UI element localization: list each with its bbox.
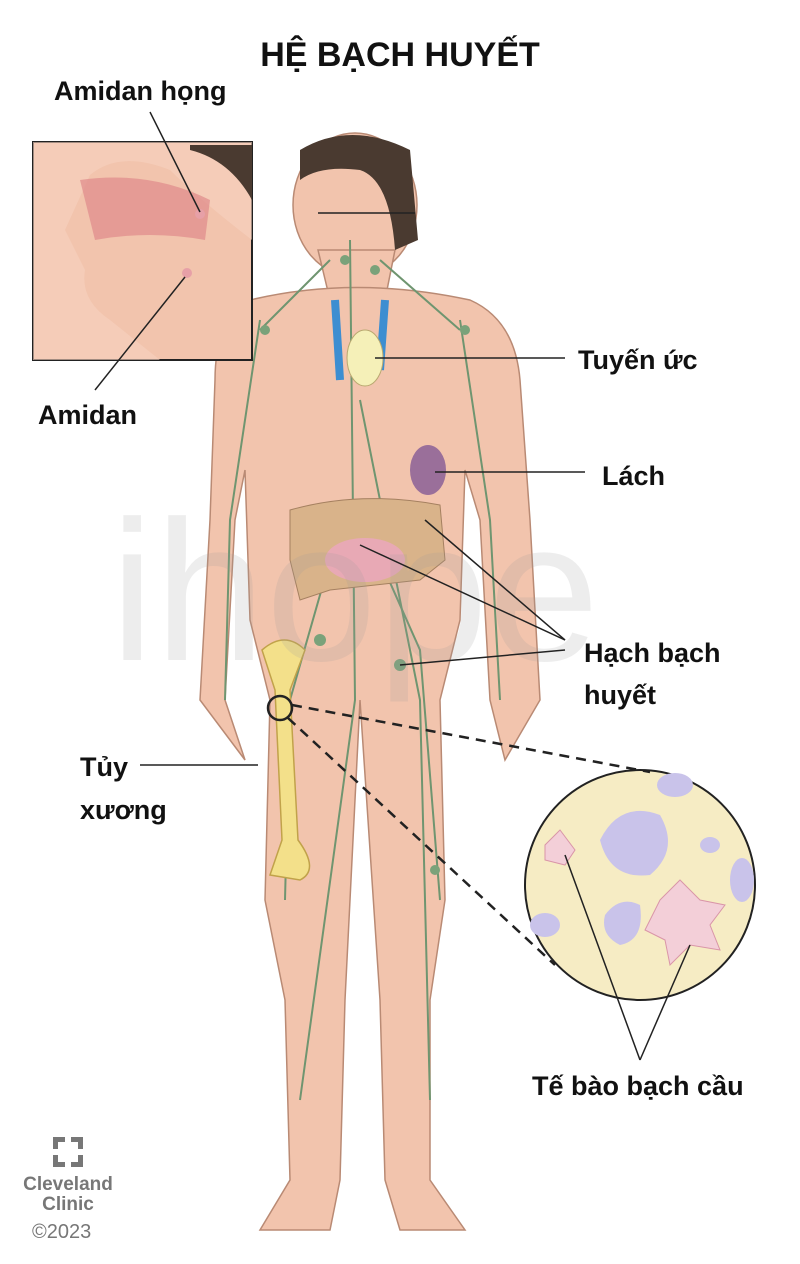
label-tonsil: Amidan [38, 400, 138, 430]
label-bone-marrow-line1: Tủy [80, 752, 129, 782]
label-spleen: Lách [602, 461, 666, 491]
label-lymph-nodes-line1: Hạch bạch [584, 638, 721, 668]
logo-name-line1: Cleveland [23, 1174, 113, 1195]
palatine-tonsil [182, 268, 192, 278]
label-lymph-nodes-line2: huyết [584, 680, 657, 710]
watermark: ihope [110, 480, 599, 703]
pharyngeal-tonsil [195, 209, 205, 219]
leader-lines [94, 111, 691, 1061]
hair [300, 135, 418, 250]
small-intestine [325, 538, 405, 582]
label-pharyngeal-tonsil: Amidan họng [54, 76, 227, 106]
logo-name-line2: Clinic [42, 1194, 94, 1215]
cleveland-clinic-logo: Cleveland Clinic ©2023 [18, 1135, 118, 1244]
femur-bone [261, 639, 311, 881]
copyright: ©2023 [32, 1221, 92, 1243]
magnified-view [524, 769, 756, 1001]
spleen [410, 445, 446, 495]
label-white-blood-cells: Tế bào bạch cầu [532, 1071, 744, 1101]
nasal-cavity [80, 177, 210, 240]
label-thymus: Tuyến ức [578, 345, 698, 375]
cleveland-clinic-emblem-icon [53, 1137, 83, 1167]
diagram-title: HỆ BẠCH HUYẾT [260, 36, 540, 74]
label-bone-marrow-line2: xương [80, 795, 167, 825]
